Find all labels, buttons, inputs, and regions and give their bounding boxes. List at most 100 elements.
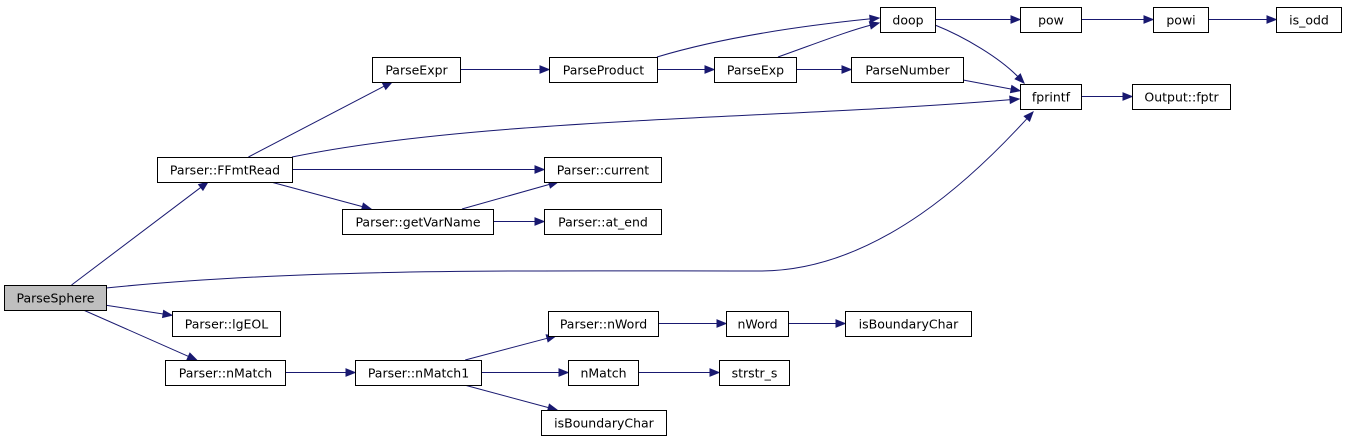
node-box: [549, 57, 658, 83]
node-ParseExpr[interactable]: ParseExpr: [372, 57, 461, 83]
edge-ParseSphere-to-FFmtRead: [71, 181, 210, 286]
node-isBoundaryChar2[interactable]: isBoundaryChar: [541, 410, 667, 436]
edge-ParseExp-to-ParseNumber: [796, 65, 853, 74]
arrowhead-icon: [539, 65, 551, 74]
arrowhead-icon: [1009, 95, 1021, 105]
edge-nMatch1-to-nMatch: [481, 368, 570, 377]
arrowhead-icon: [704, 65, 716, 74]
node-isBoundaryChar1[interactable]: isBoundaryChar: [845, 311, 972, 337]
edge-layer: [71, 14, 1278, 412]
node-ParseProduct[interactable]: ParseProduct: [549, 57, 658, 83]
node-label: isBoundaryChar: [554, 416, 654, 431]
node-at_end[interactable]: Parser::at_end: [544, 209, 662, 235]
node-label: Parser::nMatch1: [368, 366, 469, 381]
edge-doop-to-fprintf: [934, 24, 1025, 84]
edge-doop-to-pow: [935, 15, 1022, 24]
node-label: Parser::lgEOL: [185, 317, 268, 332]
node-label: ParseProduct: [563, 63, 645, 78]
edge-FFmtRead-to-ParseExpr: [248, 81, 394, 158]
edge-ParseExpr-to-ParseProduct: [460, 65, 551, 74]
arrowhead-icon: [161, 309, 174, 319]
edge-nMatchP-to-nMatch1: [285, 368, 357, 377]
node-box: [355, 360, 482, 386]
node-label: fprintf: [1032, 90, 1071, 105]
arrowhead-icon: [835, 319, 847, 328]
edge-fprintf-to-fptr: [1081, 92, 1134, 101]
edge-ParseProduct-to-ParseExp: [657, 65, 716, 74]
edge-powi-to-is_odd: [1208, 15, 1278, 24]
node-nMatch[interactable]: nMatch: [568, 360, 639, 386]
arrowhead-icon: [1010, 15, 1022, 24]
edge-line: [962, 79, 1013, 90]
node-nMatchP[interactable]: Parser::nMatch: [165, 360, 286, 386]
node-label: Parser::nMatch: [179, 366, 272, 381]
node-label: powi: [1166, 13, 1195, 28]
node-layer: ParseSphere Parser::FFmtReadParser::lgEOL…: [4, 7, 1342, 436]
node-label: Parser::FFmtRead: [170, 163, 280, 178]
edge-line: [105, 117, 1028, 289]
node-box: [880, 7, 936, 33]
edge-FFmtRead-to-fprintf: [291, 95, 1021, 158]
node-box: [726, 311, 789, 337]
arrowhead-icon: [345, 368, 357, 377]
edge-nWord-to-isBoundaryChar1: [788, 319, 847, 328]
node-box: [1020, 84, 1082, 110]
edge-FFmtRead-to-getVarName: [270, 181, 373, 211]
node-ParseNumber[interactable]: ParseNumber: [851, 57, 964, 83]
node-box: [172, 311, 281, 337]
node-label: ParseSphere: [16, 291, 94, 306]
node-nWord[interactable]: nWord: [726, 311, 789, 337]
edge-ParseProduct-to-doop: [656, 14, 881, 58]
edge-line: [465, 337, 549, 361]
node-label: isBoundaryChar: [859, 317, 959, 332]
node-box: [4, 285, 107, 311]
edge-ParseNumber-to-fprintf: [962, 79, 1022, 94]
arrowhead-icon: [558, 368, 570, 377]
edge-nMatch-to-strstr_s: [638, 368, 721, 377]
edge-pow-to-powi: [1081, 15, 1155, 24]
node-box: [714, 57, 797, 83]
node-is_odd[interactable]: is_odd: [1276, 7, 1342, 33]
node-label: Parser::current: [557, 163, 650, 178]
node-lgEOL[interactable]: Parser::lgEOL: [172, 311, 281, 337]
node-box: [157, 157, 293, 183]
node-FFmtRead[interactable]: Parser::FFmtRead: [157, 157, 293, 183]
node-label: Output::fptr: [1144, 90, 1219, 105]
node-box: [1020, 7, 1082, 33]
node-box: [544, 209, 662, 235]
edge-line: [105, 304, 165, 315]
edge-line: [83, 309, 190, 358]
node-pow[interactable]: pow: [1020, 7, 1082, 33]
node-label: ParseNumber: [865, 63, 950, 78]
arrowhead-icon: [534, 217, 546, 226]
edge-nWordP-to-nWord: [658, 319, 728, 328]
node-nWordP[interactable]: Parser::nWord: [548, 311, 659, 337]
node-fprintf[interactable]: fprintf: [1020, 84, 1082, 110]
node-box: [568, 360, 639, 386]
node-getVarName[interactable]: Parser::getVarName: [342, 209, 494, 235]
arrowhead-icon: [1009, 84, 1022, 94]
node-current[interactable]: Parser::current: [544, 157, 662, 183]
edge-FFmtRead-to-current: [292, 165, 546, 174]
edge-line: [291, 99, 1012, 158]
edge-line: [71, 186, 202, 286]
edge-getVarName-to-at_end: [493, 217, 546, 226]
node-powi[interactable]: powi: [1153, 7, 1209, 33]
arrowhead-icon: [841, 65, 853, 74]
node-ParseExp[interactable]: ParseExp: [714, 57, 797, 83]
node-box: [165, 360, 286, 386]
node-strstr_s[interactable]: strstr_s: [719, 360, 790, 386]
node-nMatch1[interactable]: Parser::nMatch1: [355, 360, 482, 386]
edge-line: [270, 181, 364, 208]
node-box: [845, 311, 972, 337]
arrowhead-icon: [381, 81, 394, 91]
node-fptr[interactable]: Output::fptr: [1132, 84, 1231, 110]
edge-ParseExp-to-doop: [777, 21, 881, 58]
node-ParseSphere[interactable]: ParseSphere: [4, 285, 107, 311]
edge-nMatch1-to-isBoundaryChar2: [464, 384, 559, 412]
edge-line: [777, 24, 872, 58]
node-label: ParseExpr: [385, 63, 448, 78]
edge-line: [464, 384, 550, 409]
node-box: [541, 410, 667, 436]
node-doop[interactable]: doop: [880, 7, 936, 33]
